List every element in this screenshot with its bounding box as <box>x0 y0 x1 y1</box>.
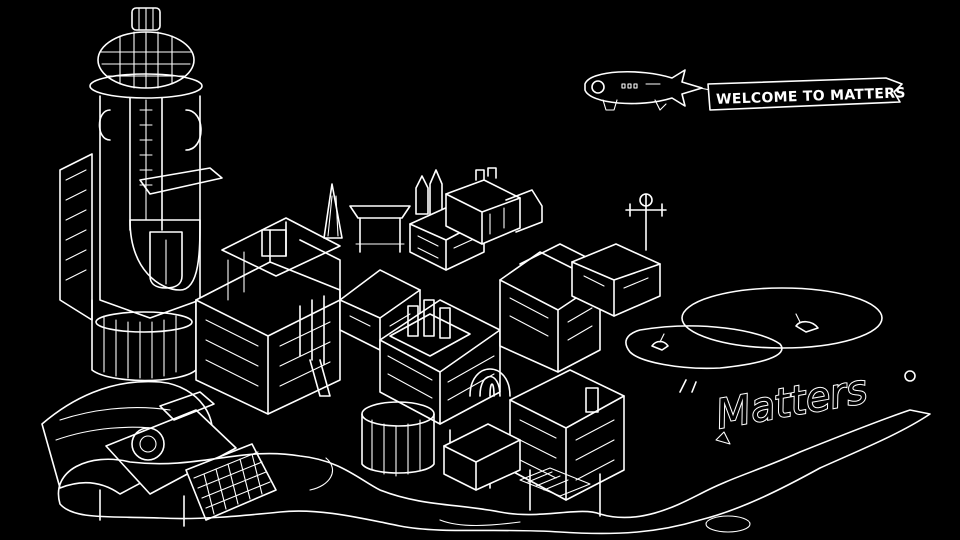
matters-logo: Matters <box>679 365 916 445</box>
typewriter-icon <box>41 380 277 527</box>
bird-icon <box>795 313 819 333</box>
typewriter-keyboard <box>185 443 277 521</box>
water-ground <box>57 287 931 535</box>
airship-banner: WELCOME TO MATTERS <box>584 69 906 111</box>
banner-ribbon <box>707 77 903 111</box>
lighthouse-tower <box>59 7 223 382</box>
logo-text: Matters <box>713 366 871 438</box>
banner-text: WELCOME TO MATTERS <box>716 85 906 108</box>
city-buildings <box>195 167 667 517</box>
blimp-icon <box>584 69 703 111</box>
bird-icon <box>651 333 669 351</box>
